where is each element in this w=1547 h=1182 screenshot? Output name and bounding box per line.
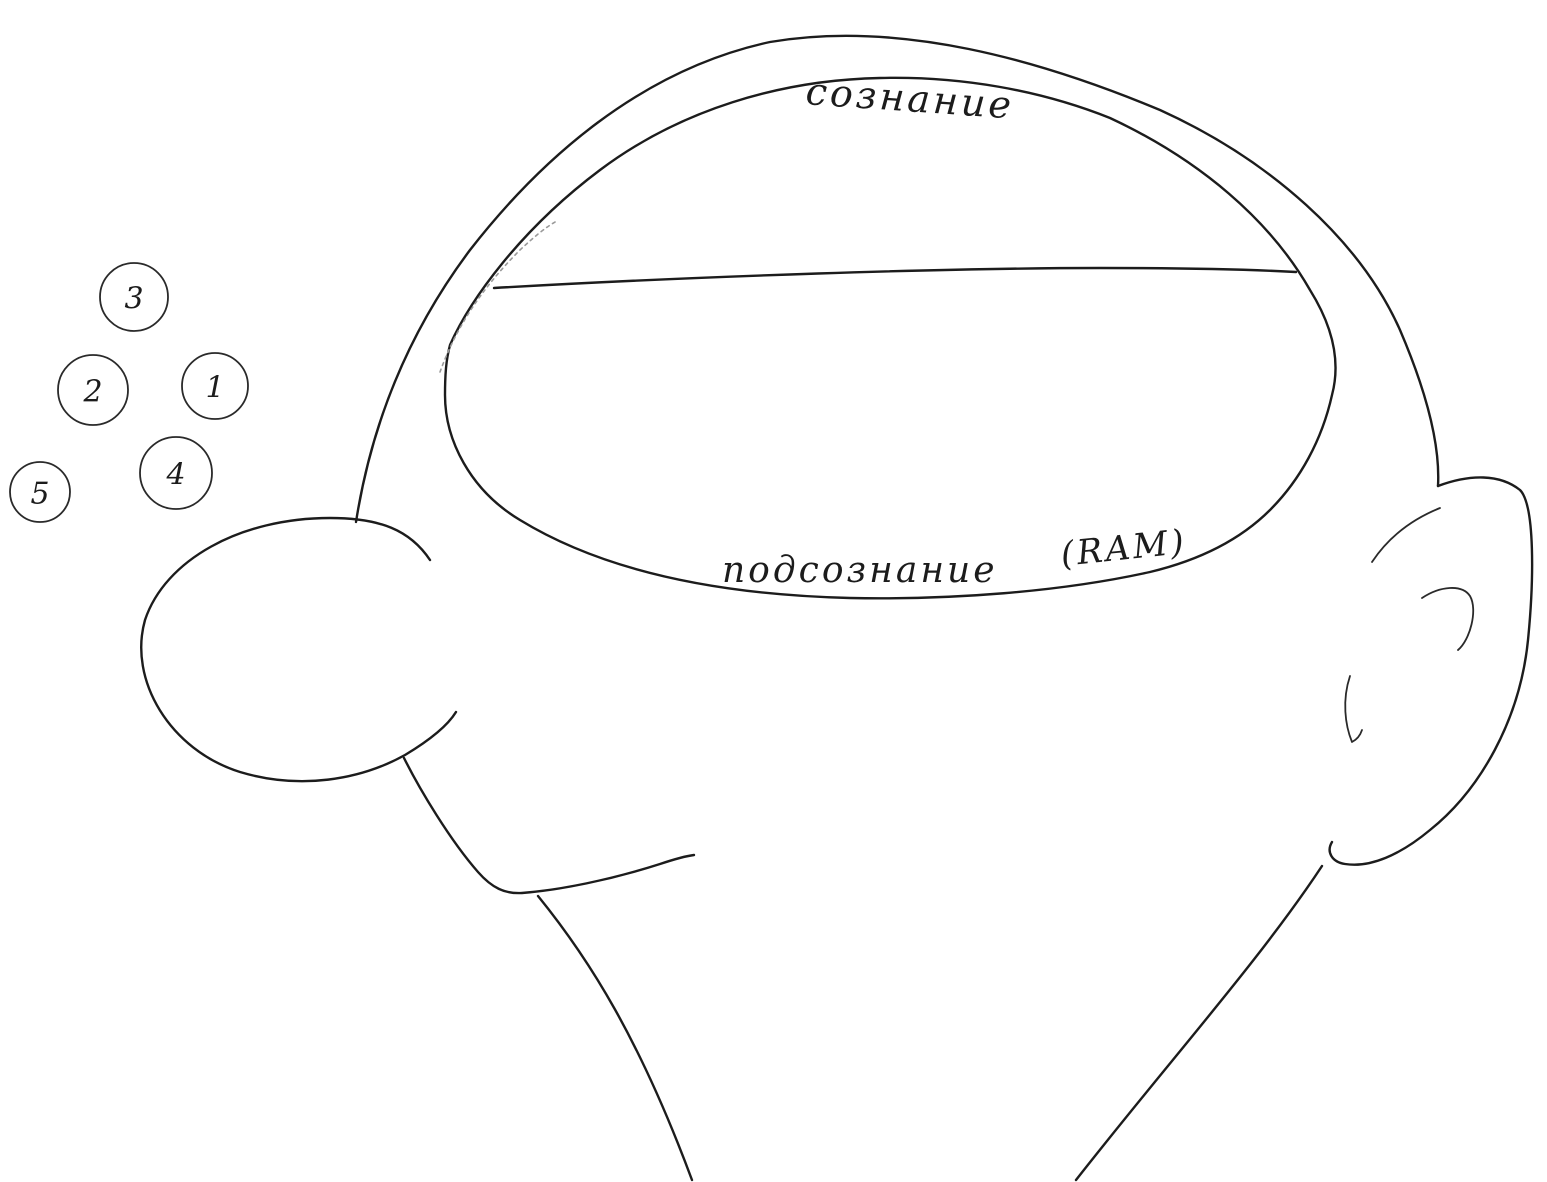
mouth-chin (404, 758, 694, 893)
thought-bubble-4: 4 (140, 437, 212, 509)
thought-bubble-2: 2 (58, 355, 128, 425)
label-subconscious: подсознание (722, 550, 998, 591)
label-conscious: сознание (804, 69, 1015, 127)
ear-outer (1330, 477, 1532, 864)
thought-bubble-3: 3 (100, 263, 168, 331)
brain-outline (445, 78, 1336, 598)
divider-line (494, 268, 1296, 288)
svg-text:1: 1 (205, 371, 224, 406)
svg-text:5: 5 (30, 477, 49, 512)
svg-text:3: 3 (124, 282, 143, 317)
svg-text:2: 2 (82, 375, 102, 410)
nose (141, 518, 456, 781)
ear-ridge (1372, 508, 1440, 562)
thought-bubble-1: 1 (182, 353, 248, 419)
thought-bubble-5: 5 (10, 462, 70, 522)
ear-inner-curl (1422, 588, 1473, 650)
pencil-smudge (440, 222, 555, 372)
neck-front (538, 896, 692, 1180)
neck-back (1076, 866, 1322, 1180)
ear-inner-crease (1345, 676, 1362, 742)
svg-text:4: 4 (165, 458, 185, 493)
